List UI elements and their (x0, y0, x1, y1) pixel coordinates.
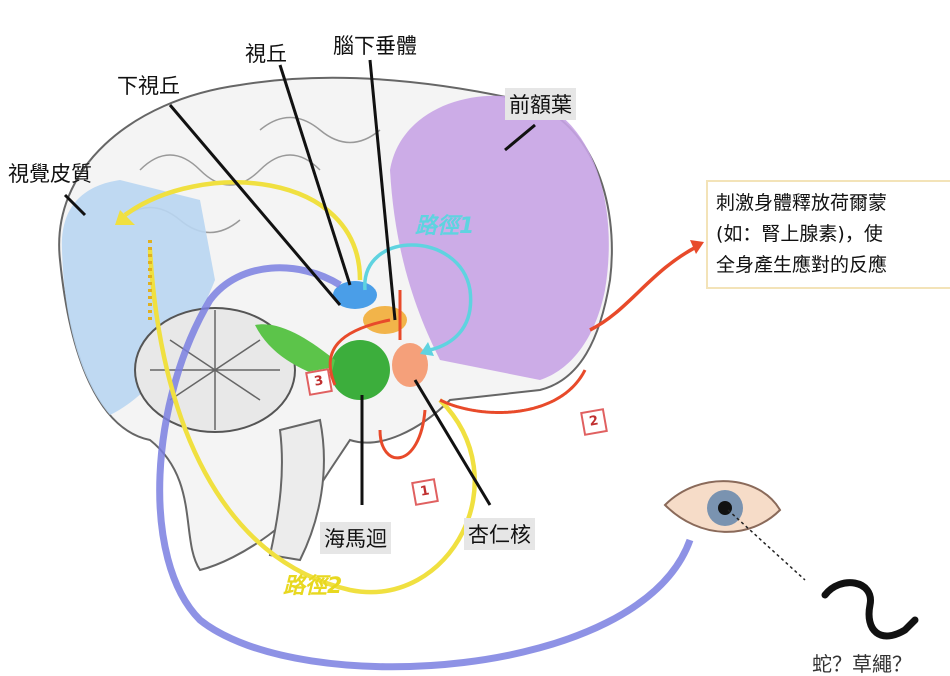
amygdala (392, 343, 428, 387)
leader-lines (63, 59, 536, 506)
prefrontal-region (390, 95, 609, 381)
label-prefrontal: 前額葉 (505, 88, 576, 120)
red-arrow-3 (328, 318, 391, 386)
label-hippocampus: 海馬迴 (320, 522, 391, 554)
hormone-arrow (589, 243, 701, 332)
hormone-line-1: 刺激身體釋放荷爾蒙 (716, 192, 888, 214)
label-hypothalamus: 下視丘 (117, 74, 180, 98)
path1-arrow (363, 243, 473, 352)
path2-arrow (123, 180, 363, 281)
visual-path-arc (156, 264, 694, 671)
eye-illustration (663, 480, 782, 533)
badge-1: 1 (411, 478, 439, 506)
hormone-description-box: 刺激身體釋放荷爾蒙 (如：腎上腺素)，使 全身產生應對的反應 (706, 180, 950, 289)
hormone-line-2: (如：腎上腺素)，使 (716, 223, 883, 245)
gaze-line (727, 509, 806, 581)
label-thalamus: 視丘 (245, 42, 287, 66)
label-path1: 路徑1 (415, 214, 475, 239)
hippocampus-tail (255, 324, 335, 380)
red-arrow-1 (378, 409, 427, 460)
label-pituitary: 腦下垂體 (333, 34, 417, 58)
brainstem (268, 418, 325, 562)
visual-cortex-region (61, 180, 216, 415)
badge-3: 3 (305, 368, 333, 396)
badge-2: 2 (580, 408, 608, 436)
snake-or-rope-question: 蛇？草繩？ (812, 652, 912, 676)
label-path2: 路徑2 (283, 574, 343, 599)
label-visual-cortex: 視覺皮質 (8, 162, 92, 186)
red-arrow-2 (439, 369, 587, 414)
hippocampus (330, 340, 390, 400)
label-amygdala: 杏仁核 (464, 518, 535, 550)
path2-loop (147, 249, 477, 595)
snake-rope (821, 579, 919, 640)
hormone-line-3: 全身產生應對的反應 (716, 254, 888, 276)
